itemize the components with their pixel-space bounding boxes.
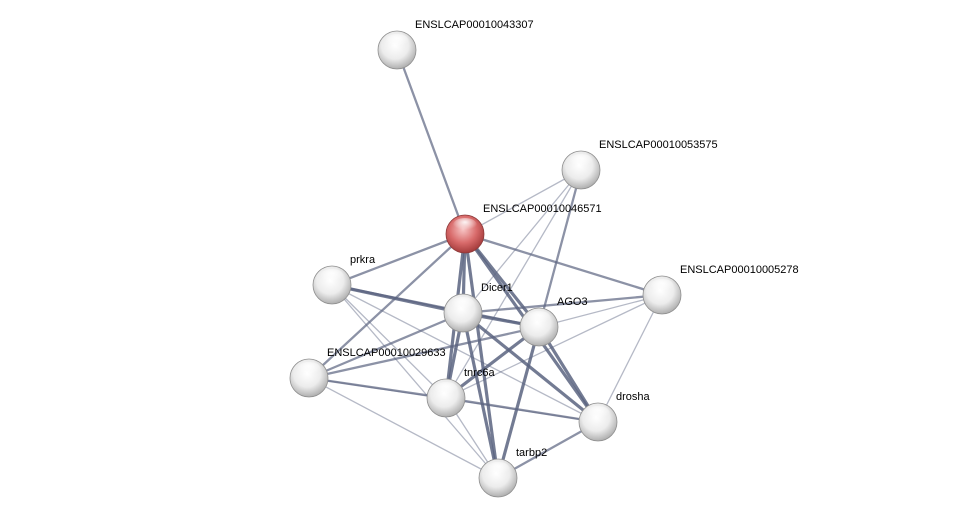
- node-label-tarbp2: tarbp2: [516, 447, 547, 459]
- edge-ago3-tnrc6a[interactable]: [444, 325, 541, 400]
- node-label-prkra: prkra: [350, 254, 376, 266]
- node-label-n53575: ENSLCAP00010053575: [599, 139, 718, 151]
- edge-n29633-tarbp2[interactable]: [308, 377, 499, 479]
- node-circle-n43307[interactable]: [377, 30, 417, 70]
- node-label-n29633: ENSLCAP00010029633: [327, 347, 446, 359]
- node-circle-drosha[interactable]: [578, 402, 618, 442]
- edge-n46571-n53575[interactable]: [464, 169, 582, 235]
- node-circle-n05278[interactable]: [642, 275, 682, 315]
- edge-n46571-tarbp2[interactable]: [463, 232, 500, 480]
- edge-dicer1-n29633[interactable]: [307, 311, 465, 380]
- edge-prkra-tarbp2[interactable]: [331, 284, 499, 479]
- edge-prkra-tnrc6a[interactable]: [331, 284, 447, 399]
- node-label-n46571: ENSLCAP00010046571: [483, 203, 602, 215]
- edge-n05278-tnrc6a[interactable]: [445, 294, 663, 399]
- node-tarbp2[interactable]: tarbp2: [478, 447, 547, 498]
- edge-n53575-dicer1[interactable]: [462, 169, 582, 314]
- node-label-tnrc6a: tnrc6a: [464, 367, 495, 379]
- edge-ago3-tarbp2[interactable]: [496, 325, 541, 480]
- edge-ago3-n29633[interactable]: [307, 325, 541, 380]
- node-label-drosha: drosha: [616, 391, 651, 403]
- node-label-n43307: ENSLCAP00010043307: [415, 19, 534, 31]
- edge-dicer1-tarbp2[interactable]: [461, 311, 500, 480]
- node-circle-n53575[interactable]: [561, 150, 601, 190]
- edge-dicer1-n05278[interactable]: [461, 293, 664, 315]
- node-circle-tarbp2[interactable]: [478, 458, 518, 498]
- node-circle-n46571[interactable]: [445, 214, 485, 254]
- node-ago3[interactable]: AGO3: [519, 296, 588, 347]
- node-label-dicer1: Dicer1: [481, 282, 513, 294]
- edge-n43307-n46571[interactable]: [395, 48, 467, 236]
- edge-n53575-tnrc6a[interactable]: [445, 169, 582, 399]
- node-label-ago3: AGO3: [557, 296, 588, 308]
- edge-n53575-ago3[interactable]: [537, 168, 583, 329]
- node-circle-prkra[interactable]: [312, 265, 352, 305]
- node-circle-n29633[interactable]: [289, 358, 329, 398]
- edge-prkra-drosha[interactable]: [331, 284, 599, 423]
- edge-dicer1-drosha[interactable]: [461, 311, 600, 424]
- edge-ago3-n05278[interactable]: [538, 294, 663, 328]
- edge-n46571-prkra[interactable]: [330, 232, 467, 287]
- edge-n05278-drosha[interactable]: [597, 294, 663, 423]
- node-n05278[interactable]: ENSLCAP00010005278: [642, 264, 799, 315]
- node-circle-dicer1[interactable]: [443, 293, 483, 333]
- node-circle-tnrc6a[interactable]: [426, 378, 466, 418]
- edge-n29633-tnrc6a[interactable]: [307, 376, 448, 400]
- edge-n46571-n29633[interactable]: [307, 232, 467, 380]
- node-label-n05278: ENSLCAP00010005278: [680, 264, 799, 276]
- edge-n46571-n05278[interactable]: [463, 232, 664, 297]
- node-circle-ago3[interactable]: [519, 307, 559, 347]
- edge-tnrc6a-drosha[interactable]: [444, 396, 600, 424]
